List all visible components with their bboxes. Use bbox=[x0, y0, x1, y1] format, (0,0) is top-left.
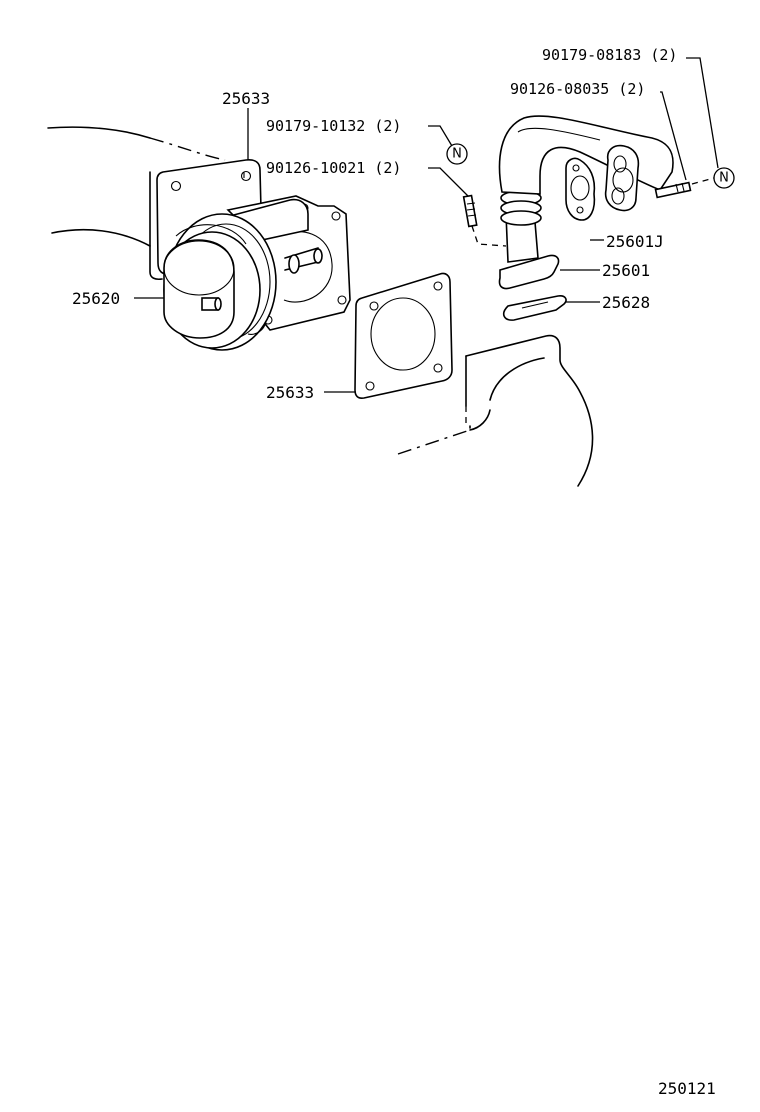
label-gasket-pipe: 25628 bbox=[602, 293, 650, 312]
svg-text:N: N bbox=[719, 171, 729, 186]
label-bolt-a: 90179-10132 (2) bbox=[266, 117, 401, 135]
gasket-pipe-shape bbox=[502, 295, 567, 321]
gasket-lower-shape bbox=[354, 272, 453, 399]
egr-valve-shape bbox=[163, 195, 351, 351]
n-mark-bolt-a: N bbox=[446, 143, 468, 165]
label-stud-b: 90126-08035 (2) bbox=[510, 80, 645, 98]
label-valve: 25620 bbox=[72, 289, 120, 308]
n-mark-nut-b: N bbox=[713, 167, 735, 189]
diagram-code: 250121 bbox=[658, 1079, 716, 1098]
leader-lines bbox=[134, 57, 719, 393]
label-gasket-upper: 25633 bbox=[222, 89, 270, 108]
label-stud-a: 90126-10021 (2) bbox=[266, 159, 401, 177]
label-gasket-lower: 25633 bbox=[266, 383, 314, 402]
label-pipe: 25601 bbox=[602, 261, 650, 280]
gasket-j-shape bbox=[565, 157, 596, 221]
label-gasket-j: 25601J bbox=[606, 232, 664, 251]
stud-a-shape bbox=[462, 194, 478, 228]
label-nut-b: 90179-08183 (2) bbox=[542, 46, 677, 64]
manifold-outline bbox=[397, 334, 594, 487]
egr-pipe-shape bbox=[498, 115, 674, 290]
stud-b-shape bbox=[654, 181, 692, 199]
svg-text:N: N bbox=[452, 147, 462, 162]
engine-outline bbox=[47, 126, 226, 281]
